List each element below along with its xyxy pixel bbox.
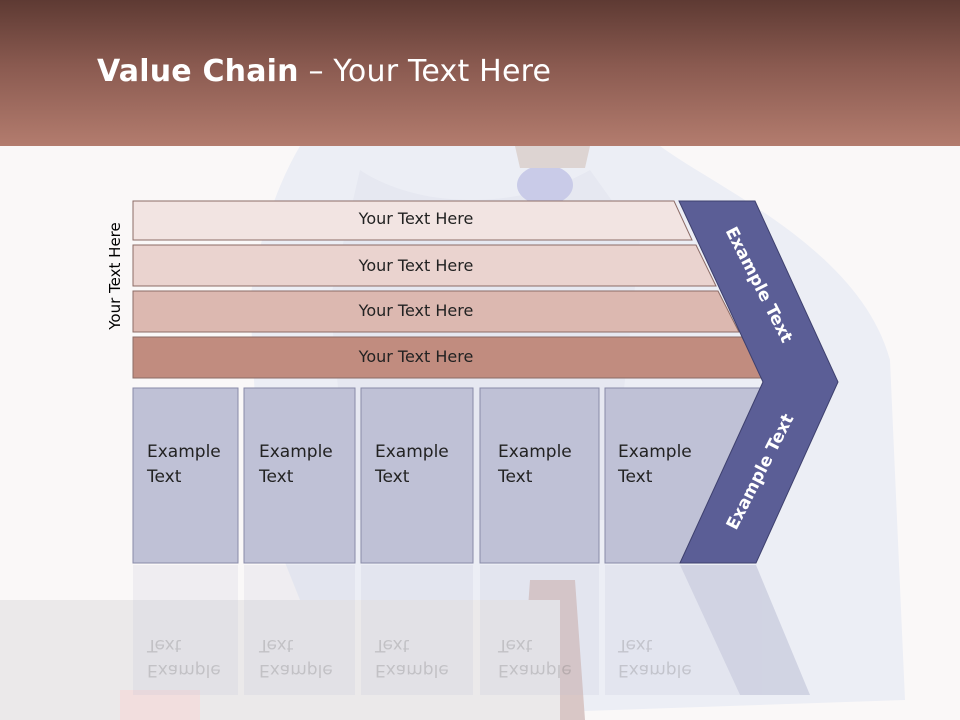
column-label-3-line1: Example: [375, 442, 449, 462]
row-bar-3[interactable]: [132, 290, 740, 333]
column-label-1-line2: Text: [147, 467, 182, 487]
column-label-3: Example Text: [375, 440, 449, 490]
column-box-2[interactable]: [243, 387, 356, 564]
row-bar-1[interactable]: [132, 200, 693, 241]
column-label-5: Example Text: [618, 440, 692, 490]
row-label-4: Your Text Here: [358, 347, 474, 366]
column-box-4[interactable]: [479, 387, 600, 564]
title-bar: [0, 0, 960, 146]
column-label-4: Example Text: [498, 440, 572, 490]
column-label-5-line1: Example: [618, 442, 692, 462]
column-label-4-line1: Example: [498, 442, 572, 462]
margin-chevron[interactable]: [678, 200, 839, 564]
column-label-2-line2: Text: [259, 467, 294, 487]
row-label-1: Your Text Here: [358, 209, 474, 228]
row-bar-2[interactable]: [132, 244, 717, 287]
column-label-2-line1: Example: [259, 442, 333, 462]
column-box-1[interactable]: [132, 387, 239, 564]
row-label-3: Your Text Here: [358, 301, 474, 320]
title-rest-text: – Your Text Here: [298, 54, 552, 89]
column-reflection: [133, 565, 810, 695]
row-label-2: Your Text Here: [358, 256, 474, 275]
column-label-2: Example Text: [259, 440, 333, 490]
column-label-4-line2: Text: [498, 467, 533, 487]
title-bold-text: Value Chain: [97, 54, 299, 89]
column-label-3-line2: Text: [375, 467, 410, 487]
column-label-1: Example Text: [147, 440, 221, 490]
page-title[interactable]: Value Chain – Your Text Here: [97, 54, 551, 89]
column-label-5-line2: Text: [618, 467, 653, 487]
column-label-1-line1: Example: [147, 442, 221, 462]
column-box-3[interactable]: [360, 387, 474, 564]
